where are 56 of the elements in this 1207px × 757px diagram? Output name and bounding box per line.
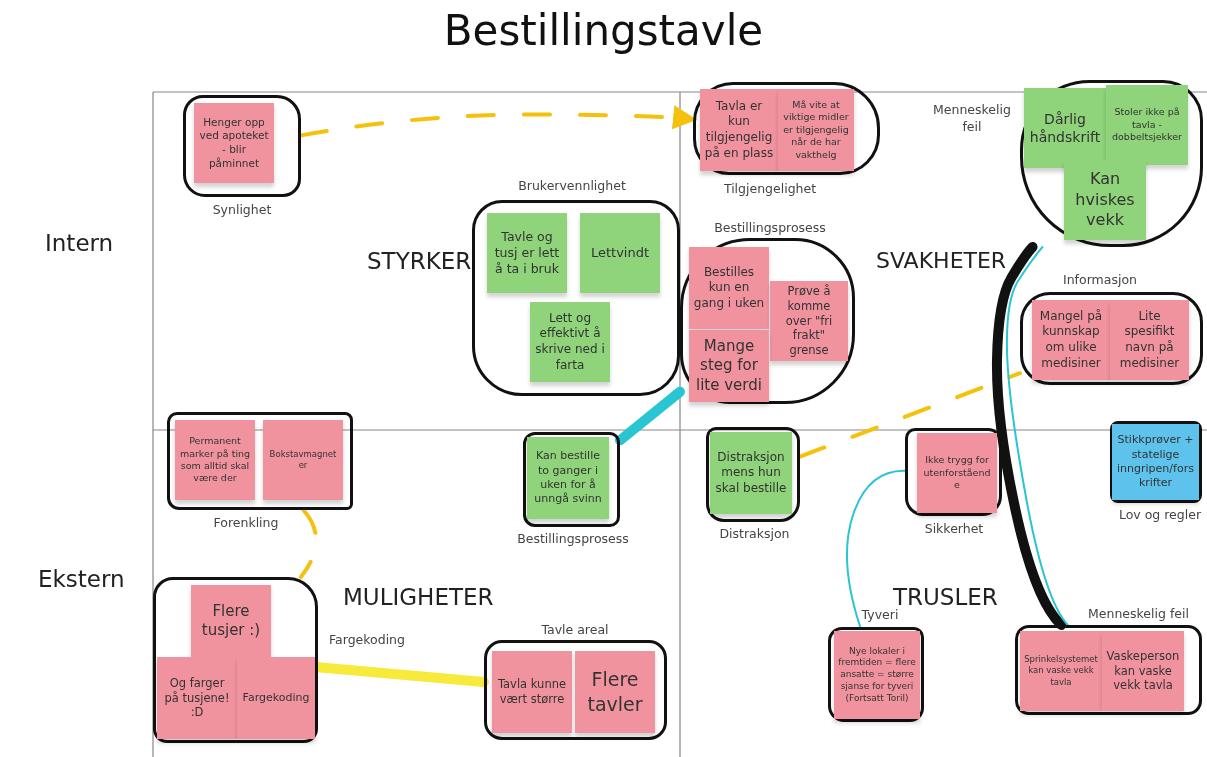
sticky-note: Mangel på kunnskap om ulike medisiner — [1032, 300, 1110, 380]
quadrant-label: TRUSLER — [893, 584, 998, 610]
sticky-note: Vaskeperson kan vaske vekk tavla — [1102, 631, 1184, 711]
dashed-connector — [798, 371, 1022, 459]
sticky-note: Fargekoding — [237, 657, 315, 739]
group-caption: Tyveri — [860, 607, 900, 624]
group-caption: Lov og regler — [1117, 507, 1203, 524]
sticky-note: Tavla kunne vært større — [492, 651, 572, 733]
group-caption: Bestillingsprosess — [713, 220, 827, 237]
axis-label: Ekstern — [38, 566, 125, 592]
sticky-note: Flere tavler — [575, 651, 655, 733]
group-caption: Forenkling — [212, 515, 280, 532]
quadrant-label: SVAKHETER — [876, 248, 1007, 273]
sticky-note: Bestilles kun en gang i uken — [689, 247, 769, 329]
group-caption: Brukervennlighet — [517, 178, 627, 195]
quadrant-label: STYRKER — [367, 248, 472, 274]
dashed-connector — [298, 508, 319, 579]
sticky-note: Flere tusjer :) — [191, 585, 271, 657]
sticky-note: Mange steg for lite verdi — [689, 330, 769, 402]
diagram-title: Bestillingstavle — [442, 6, 765, 55]
group-caption: Sikkerhet — [923, 521, 985, 538]
sticky-note: Kan bestille to ganger i uken for å unngå svinn — [527, 437, 609, 519]
sticky-note: Må vite at viktige midler er tilgjengelig når de har vakthelg — [778, 89, 854, 171]
sticky-note: Ikke trygg for utenforstående — [917, 433, 997, 513]
sticky-note: Sprinkelsystemet kan vaske vekk tavla — [1020, 631, 1102, 711]
group-caption: Tavle areal — [540, 622, 610, 639]
sticky-note: Dårlig håndskrift — [1024, 88, 1106, 168]
group-caption: Menneskelig feil — [932, 102, 1012, 136]
sticky-note: Prøve å komme over "fri frakt" grense — [770, 281, 848, 361]
group-caption: Tilgjengelighet — [722, 181, 818, 198]
sticky-note: Stikkprøver + statelige inngripen/forskrifter — [1112, 424, 1199, 500]
sticky-note: Tavla er kun tilgjengelig på en plass — [700, 89, 778, 171]
group-caption: Synlighet — [211, 202, 273, 219]
sticky-note: Kan hviskes vekk — [1064, 160, 1146, 240]
sticky-note: Permanent marker på ting som alltid skal være der — [175, 420, 255, 500]
group-caption: Bestillingsprosess — [516, 531, 630, 548]
sticky-note: Nye lokaler i fremtiden = flere ansatte = større sjanse for tyveri (Fortsatt Toril) — [834, 631, 920, 719]
sticky-note: Stoler ikke på tavla - dobbeltsjekker — [1106, 85, 1188, 165]
sticky-note: Lettvindt — [580, 213, 660, 293]
sticky-note: Distraksjon mens hun skal bestille — [710, 432, 792, 514]
group-caption: Menneskelig feil — [1087, 606, 1190, 623]
sticky-note: Lite spesifikt navn på medisiner — [1110, 300, 1189, 380]
group-caption: Distraksjon — [718, 526, 791, 543]
group-caption: Fargekoding — [328, 632, 406, 649]
connector-line — [1005, 246, 1069, 626]
connector-line — [992, 242, 1067, 630]
sticky-note: Lett og effektivt å skrive ned i farta — [530, 302, 610, 382]
quadrant-label: MULIGHETER — [343, 584, 494, 610]
sticky-note: Tavle og tusj er lett å ta i bruk — [487, 213, 567, 293]
connector-line — [845, 469, 906, 628]
sticky-note: Bokstavmagneter — [263, 420, 343, 500]
connector-line — [615, 386, 685, 446]
sticky-note: Henger opp ved apoteket - blir påminnet — [194, 103, 274, 183]
axis-label: Intern — [45, 230, 114, 256]
group-caption: Informasjon — [1062, 272, 1138, 289]
sticky-note: Og farger på tusjene! :D — [157, 657, 237, 739]
